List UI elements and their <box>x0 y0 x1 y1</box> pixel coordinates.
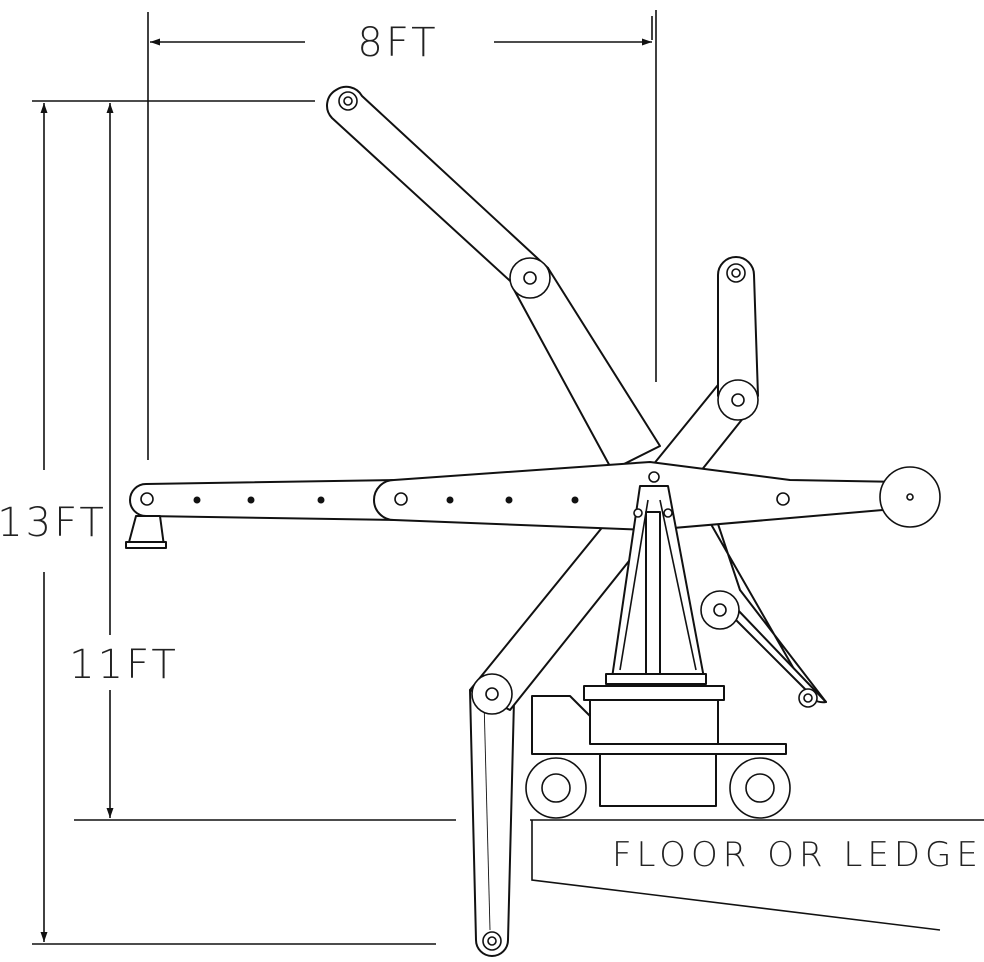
boom-left-section <box>129 479 401 521</box>
pin-joint <box>731 393 745 407</box>
pin-joint <box>713 603 727 617</box>
pivot-height-label: 11FT <box>69 642 179 688</box>
cart-top-plate <box>583 685 725 701</box>
pin-joint <box>140 492 154 506</box>
ledge-profile <box>531 820 941 931</box>
mount-plate <box>125 541 167 549</box>
center-column <box>645 511 661 675</box>
bolt-hole <box>247 496 255 504</box>
floor-note: FLOOR OR LEDGE <box>612 835 983 875</box>
top-pivot <box>648 471 660 483</box>
pin-joint <box>523 271 537 285</box>
yoke-pin <box>663 508 673 518</box>
diagonal-arm-lower-left <box>469 379 757 715</box>
dimension-8ft: 8FT <box>147 10 657 460</box>
pin-joint-hole <box>731 268 741 278</box>
dimension-11ft: 11FT <box>69 103 456 821</box>
arm-body <box>469 689 515 957</box>
dimension-13ft: 13FT <box>0 100 436 945</box>
pin-joint-hole <box>343 96 353 106</box>
diagonal-arm-lower-right <box>699 469 827 708</box>
upright-short-arm <box>717 256 759 421</box>
cart-lower-box <box>599 753 717 807</box>
bolt-hole <box>193 496 201 504</box>
pin-joint <box>485 687 499 701</box>
tripod-leg <box>619 499 649 671</box>
pin-joint-hole <box>487 936 497 946</box>
arm-body <box>717 256 759 397</box>
tripod-leg <box>659 499 697 671</box>
dolly-cart <box>525 685 791 819</box>
width-label: 8FT <box>357 20 438 66</box>
counterweight-center <box>906 493 914 501</box>
bolt-hole <box>446 496 454 504</box>
floor-ledge: FLOOR OR LEDGE <box>530 819 984 931</box>
tripod-base-plate <box>605 673 707 685</box>
pin-joint-hole <box>803 693 813 703</box>
upper-arm-segment <box>326 85 549 291</box>
yoke-pin <box>633 508 643 518</box>
cart-chassis <box>531 695 787 755</box>
total-height-label: 13FT <box>0 500 107 546</box>
pin-joint <box>394 492 408 506</box>
main-boom <box>125 461 941 549</box>
bolt-hole <box>505 496 513 504</box>
arm-edge-line <box>483 699 491 931</box>
bolt-hole <box>571 496 579 504</box>
bolt-hole <box>317 496 325 504</box>
wheel-left-hub <box>541 773 571 803</box>
tripod-support <box>605 471 707 685</box>
pin-joint <box>776 492 790 506</box>
wheel-right-hub <box>745 773 775 803</box>
lower-hanging-arm <box>469 689 515 957</box>
upper-arm <box>326 85 661 471</box>
